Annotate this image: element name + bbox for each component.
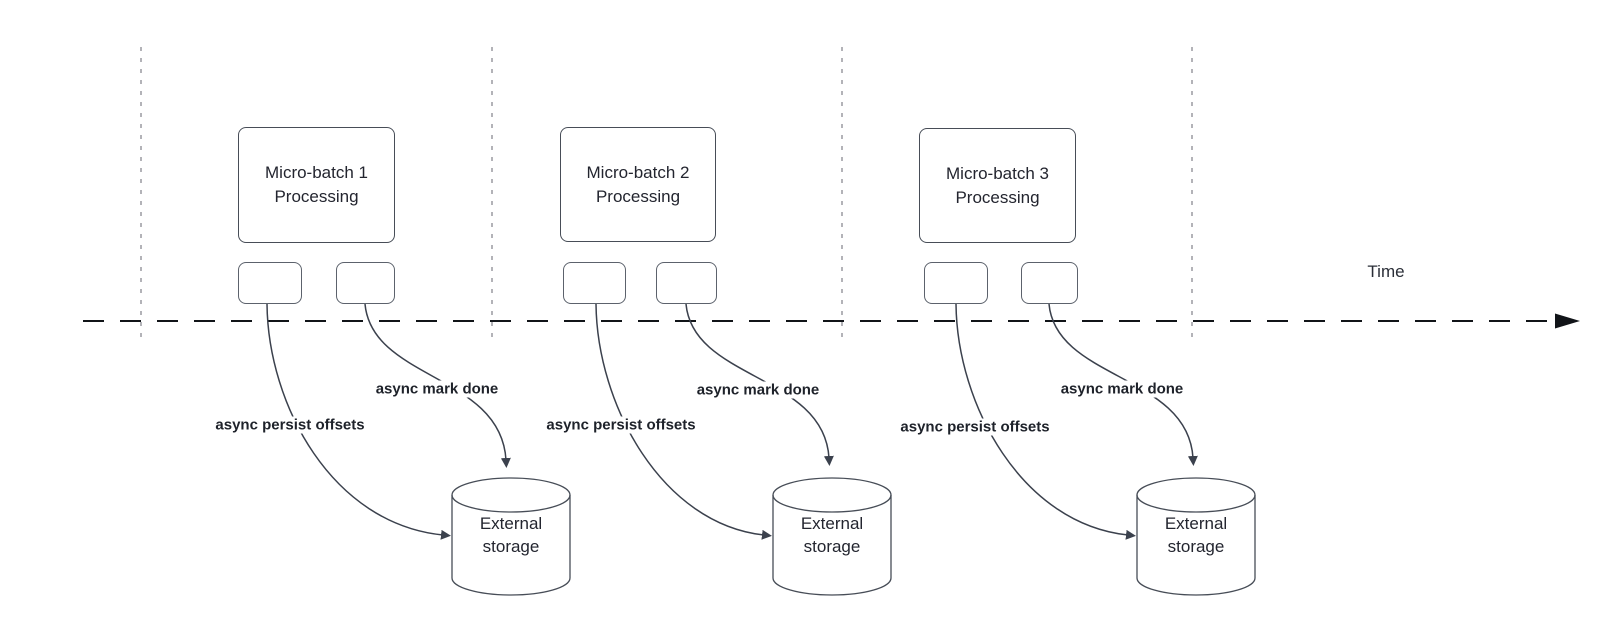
persist-offsets-task-box-1 xyxy=(238,262,302,304)
external-storage-cylinder-2 xyxy=(772,477,892,596)
mark-done-arrow-1 xyxy=(364,303,511,468)
microbatch-2-processing-label: Micro-batch 2 Processing xyxy=(586,162,690,206)
microbatch-1-processing-box: Micro-batch 1 Processing xyxy=(238,127,395,243)
microbatch-2-processing-box: Micro-batch 2 Processing xyxy=(560,127,716,242)
time-axis-label: Time xyxy=(1367,262,1405,281)
mark-done-task-box-2 xyxy=(656,262,717,304)
mark-done-arrow-2 xyxy=(685,303,834,466)
persist-offsets-edge-label-3: async persist offsets xyxy=(897,418,1053,436)
mark-done-edge-label-3: async mark done xyxy=(1057,380,1187,398)
mark-done-edge-label-1: async mark done xyxy=(372,380,502,398)
persist-offsets-edge-label-2: async persist offsets xyxy=(543,416,699,434)
external-storage-cylinder-1 xyxy=(451,477,571,596)
external-storage-label-2: External storage xyxy=(800,514,864,556)
timeline-arrowhead-icon xyxy=(1555,313,1580,329)
persist-offsets-arrow-3 xyxy=(955,303,1136,540)
persist-offsets-edge-label-1: async persist offsets xyxy=(212,416,368,434)
external-storage-label-3: External storage xyxy=(1164,514,1228,556)
persist-offsets-arrow-1 xyxy=(266,303,451,540)
microbatch-1-processing-label: Micro-batch 1 Processing xyxy=(265,163,368,206)
microbatch-3-processing-label: Micro-batch 3 Processing xyxy=(946,163,1049,207)
external-storage-cylinder-3 xyxy=(1136,477,1256,596)
persist-offsets-task-box-2 xyxy=(563,262,626,304)
persist-offsets-task-box-3 xyxy=(924,262,988,304)
mark-done-task-box-1 xyxy=(336,262,395,304)
microbatch-3-processing-box: Micro-batch 3 Processing xyxy=(919,128,1076,243)
mark-done-task-box-3 xyxy=(1021,262,1078,304)
mark-done-arrow-3 xyxy=(1048,303,1198,466)
persist-offsets-arrow-2 xyxy=(595,303,772,540)
external-storage-label-1: External storage xyxy=(479,514,543,556)
mark-done-edge-label-2: async mark done xyxy=(693,381,823,399)
